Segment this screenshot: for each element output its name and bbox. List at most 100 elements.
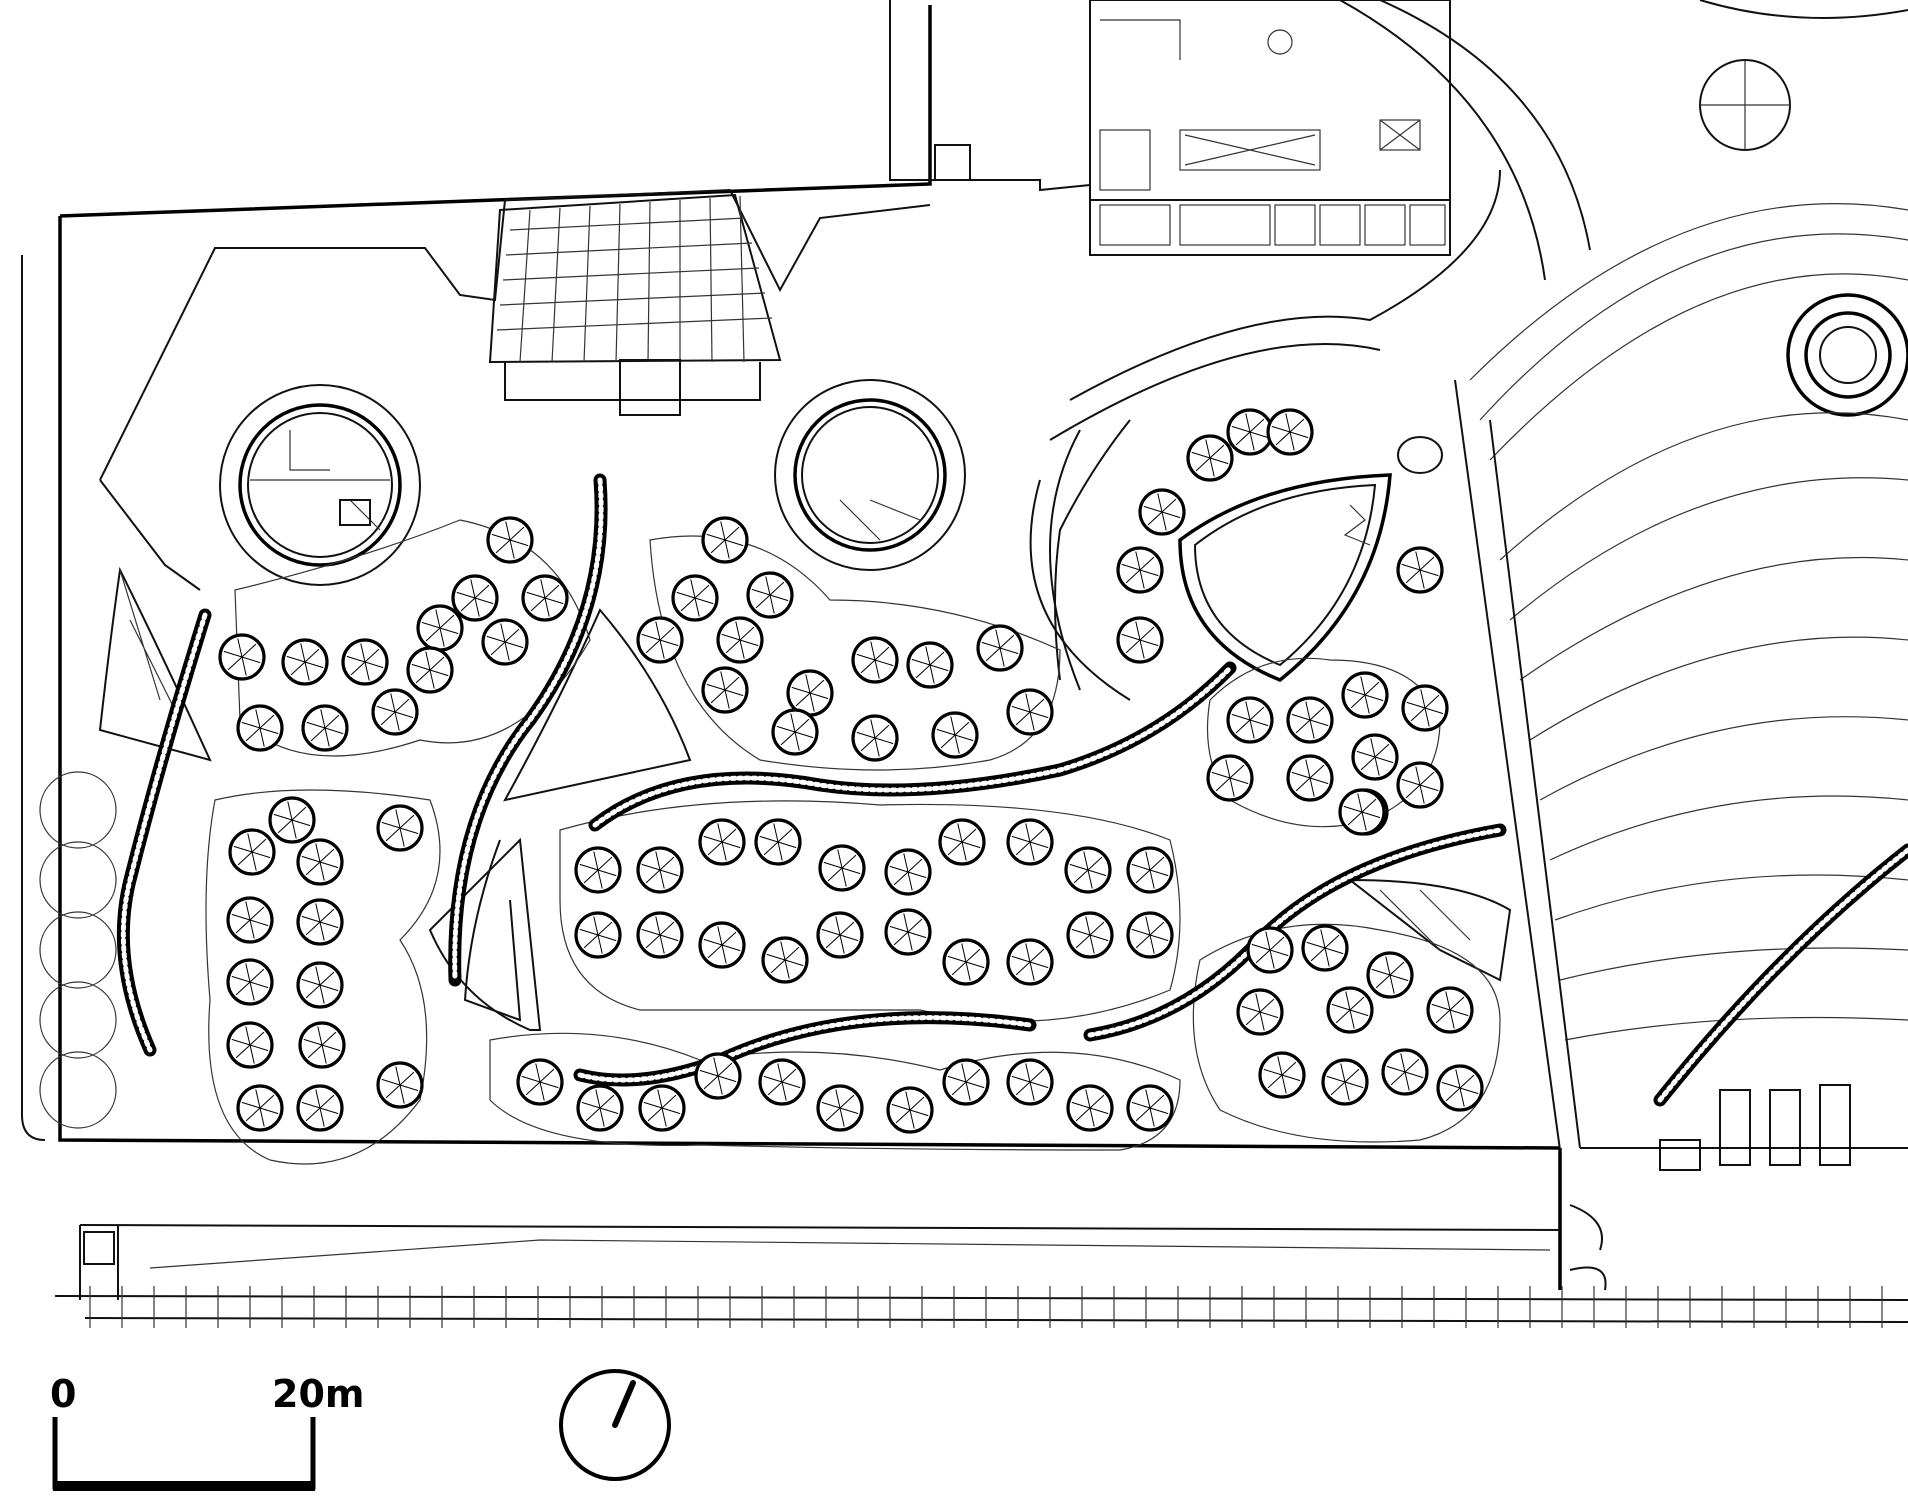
tree-spoke	[319, 971, 335, 986]
tree-spoke	[249, 981, 255, 1001]
tree-spoke	[415, 669, 431, 684]
tree-spoke	[1211, 771, 1231, 779]
tree-spoke	[385, 827, 401, 842]
tree-spoke	[1249, 706, 1265, 721]
tree-spoke	[1375, 974, 1391, 989]
tree-spoke	[319, 1107, 325, 1127]
tree-spoke	[1459, 1074, 1475, 1089]
tree-spoke	[724, 689, 730, 709]
tree-spoke	[780, 941, 786, 961]
tree-spoke	[544, 597, 550, 617]
tree-spoke	[394, 711, 400, 731]
tree-spoke	[909, 1109, 929, 1117]
tree-spoke	[717, 823, 723, 843]
tree-spoke	[947, 955, 967, 963]
tree-spoke	[965, 961, 985, 969]
tree-spoke	[1424, 707, 1430, 727]
tree-spoke	[703, 1075, 719, 1090]
tree-spoke	[1424, 694, 1440, 709]
tree-spoke	[839, 934, 859, 942]
tree-spoke	[954, 734, 960, 754]
tree-spoke	[965, 1081, 985, 1089]
tree-spoke	[706, 533, 726, 541]
tree-spoke	[290, 661, 306, 676]
tree-spoke	[249, 906, 265, 921]
tree-spoke	[241, 656, 261, 664]
tree-spoke	[680, 597, 696, 612]
tree-spoke	[304, 661, 324, 669]
tree-spoke	[1390, 1071, 1406, 1086]
tree-spoke	[841, 867, 847, 887]
tree-spoke	[1459, 1087, 1465, 1107]
tree-spoke	[1324, 934, 1340, 949]
tree-spoke	[1404, 1071, 1410, 1091]
tree-spoke	[310, 727, 326, 742]
tree-spoke	[1340, 1063, 1346, 1083]
tree-spoke	[721, 931, 737, 946]
tree-spoke	[245, 901, 251, 921]
tree-spoke	[1320, 929, 1326, 949]
tree-spoke	[1374, 756, 1380, 776]
tree-spoke	[1259, 998, 1275, 1013]
tree-spoke	[805, 674, 811, 694]
tree-spoke	[241, 1101, 261, 1109]
tree-spoke	[1324, 947, 1344, 955]
tree-spoke	[245, 1026, 251, 1046]
building-block-top	[889, 0, 1451, 256]
tree-spoke	[539, 1081, 559, 1089]
tree-spoke	[1029, 1081, 1035, 1101]
tree-spoke	[526, 591, 546, 599]
tree-spoke	[780, 731, 796, 746]
tree-spoke	[579, 928, 599, 936]
tree-spoke	[394, 711, 414, 719]
tree-spoke	[1405, 784, 1421, 799]
tree-spoke	[1241, 1005, 1261, 1013]
tree-spoke	[1309, 719, 1315, 739]
tree-spoke	[1075, 934, 1091, 949]
tree-spoke	[1449, 1009, 1455, 1029]
tree-spoke	[907, 871, 927, 879]
tree-spoke	[1267, 1074, 1283, 1089]
tree-spoke	[233, 845, 253, 853]
tree-spoke	[429, 669, 449, 677]
tree-spoke	[694, 597, 714, 605]
tree-spoke	[874, 737, 880, 757]
tree-spoke	[1149, 1094, 1165, 1109]
tree-spoke	[985, 647, 1001, 662]
tree-spoke	[1326, 1075, 1346, 1083]
tree-spoke	[1071, 928, 1091, 936]
tree-spoke	[597, 934, 617, 942]
tree-spoke	[903, 913, 909, 933]
tree-spoke	[579, 863, 599, 871]
tree-spoke	[474, 597, 494, 605]
tree-spoke	[1029, 948, 1045, 963]
tree-spoke	[381, 1078, 401, 1086]
tree-spoke	[1404, 1058, 1420, 1073]
tree-spoke	[1310, 947, 1326, 962]
tree-spoke	[1083, 851, 1089, 871]
tree-spoke	[751, 588, 771, 596]
tree-spoke	[1415, 766, 1421, 786]
tree-spoke	[1149, 921, 1165, 936]
tree-spoke	[703, 938, 723, 946]
tree-spoke	[429, 656, 445, 671]
tree-spoke	[1346, 688, 1366, 696]
tree-spoke	[889, 865, 909, 873]
tree-spoke	[1149, 1107, 1169, 1115]
tree-spoke	[1415, 551, 1421, 571]
tree-spoke	[645, 934, 661, 949]
tree-spoke	[1011, 1075, 1031, 1083]
tree-spoke	[870, 719, 876, 739]
tree-spoke	[965, 1068, 981, 1083]
tree-spoke	[841, 854, 857, 869]
tree-spoke	[835, 1089, 841, 1109]
tree-spoke	[439, 614, 455, 629]
tree-spoke	[544, 597, 564, 605]
tree-spoke	[255, 1089, 261, 1109]
tree-spoke	[699, 1069, 719, 1077]
tree-spoke	[893, 871, 909, 886]
tree-spoke	[1309, 777, 1315, 797]
tree-spoke	[1305, 701, 1311, 721]
tree-spoke	[259, 1094, 275, 1109]
tree-spoke	[251, 851, 271, 859]
